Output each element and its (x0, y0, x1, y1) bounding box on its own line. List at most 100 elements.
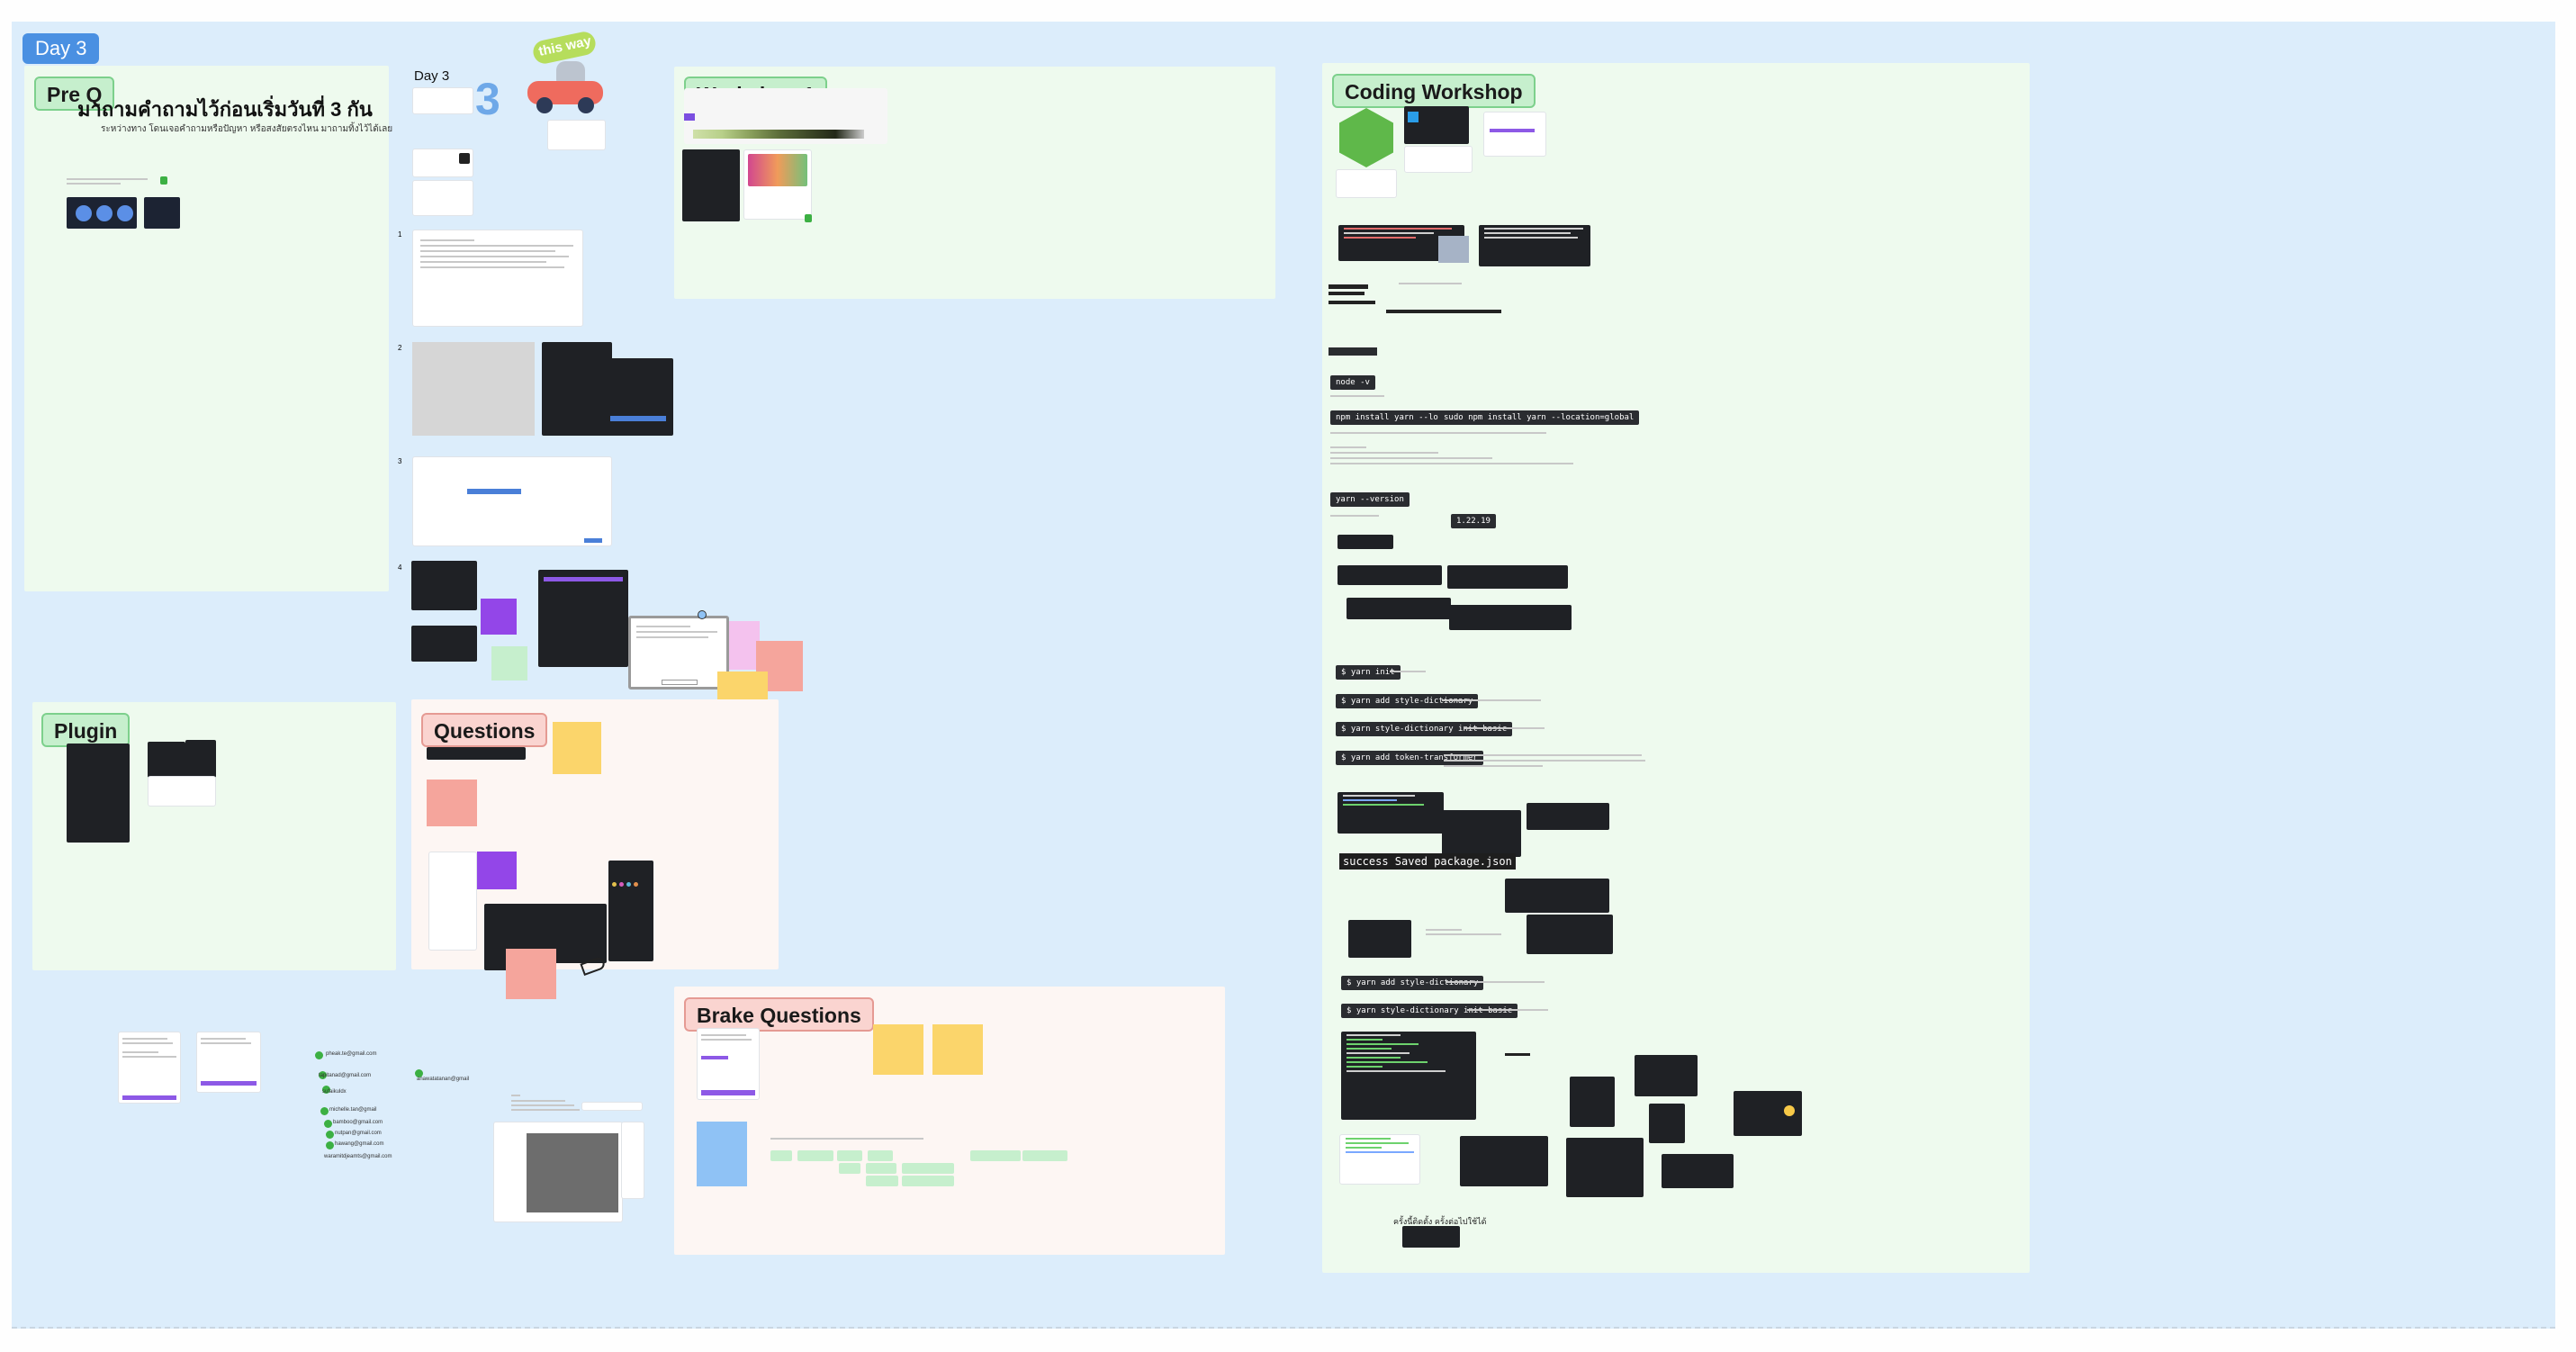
cmd-yarn-add-style-dictionary-2[interactable]: $ yarn add style-dictionary (1341, 976, 1484, 990)
workshop1-gradient-card[interactable] (743, 149, 812, 220)
email-item: sufaikuldx (322, 1089, 347, 1095)
terminal-screenshot-11[interactable] (1348, 920, 1411, 958)
board-tag[interactable]: Day 3 (23, 33, 100, 64)
terminal-large[interactable] (1341, 1032, 1476, 1120)
redacted-bar (1329, 284, 1368, 289)
tag-pill[interactable] (868, 1150, 893, 1161)
cmd-style-dictionary-init-2[interactable]: $ yarn style-dictionary init basic (1341, 1004, 1518, 1018)
sticky-note-blue[interactable] (697, 1122, 747, 1186)
terminal-screenshot-5[interactable] (1347, 598, 1451, 619)
sticky-note-yellow[interactable] (553, 722, 601, 774)
terminal-screenshot-17[interactable] (1460, 1136, 1548, 1186)
cmd-yarn-init[interactable]: $ yarn init (1336, 665, 1401, 680)
step-1-screenshot[interactable] (412, 230, 583, 327)
tag-pill[interactable] (866, 1176, 898, 1186)
day3-side-card[interactable] (547, 120, 606, 150)
sticky-note-salmon[interactable] (506, 949, 556, 999)
step-4-dark-panel-3[interactable] (538, 570, 628, 667)
terminal-screenshot-6[interactable] (1449, 605, 1572, 630)
bottom-screenshot-3[interactable] (621, 1122, 644, 1199)
tag-pill[interactable] (970, 1150, 1021, 1161)
pre-q-screenshot-2[interactable] (144, 197, 180, 229)
pre-q-tag[interactable]: Pre Q (34, 77, 115, 111)
cmd-yarn-add-style-dictionary[interactable]: $ yarn add style-dictionary (1336, 694, 1479, 708)
cmd-node-version[interactable]: node -v (1330, 375, 1375, 390)
tag-pill[interactable] (837, 1150, 862, 1161)
terminal-screenshot-14[interactable] (1635, 1055, 1698, 1096)
nodejs-card[interactable] (1336, 169, 1397, 198)
workshop1-color-strip-card[interactable] (684, 88, 887, 144)
terminal-screenshot-19[interactable] (1662, 1154, 1734, 1188)
brake-form-card[interactable] (697, 1028, 760, 1100)
tag-pill[interactable] (902, 1176, 954, 1186)
email-item: anawatatanan@gmail (417, 1077, 470, 1082)
questions-dark-bar[interactable] (427, 747, 526, 760)
vscode-screenshot[interactable] (1404, 106, 1469, 144)
sticky-note-violet[interactable] (481, 599, 517, 635)
cmd-style-dictionary-init[interactable]: $ yarn style-dictionary init basic (1336, 722, 1513, 736)
vscode-card[interactable] (1404, 146, 1473, 173)
tag-pill[interactable] (866, 1163, 896, 1174)
step-4-dialog[interactable] (628, 616, 729, 690)
terminal-footer[interactable] (1402, 1226, 1460, 1248)
terminal-screenshot-18[interactable] (1566, 1138, 1644, 1197)
yarn-card[interactable] (1483, 112, 1546, 157)
code-snippet-card[interactable] (1339, 1134, 1420, 1185)
questions-screenshot-1[interactable] (428, 852, 477, 951)
step-4-dark-panel-1[interactable] (411, 561, 477, 610)
plugin-screenshot-3[interactable] (185, 740, 216, 778)
terminal-screenshot-15[interactable] (1649, 1104, 1685, 1143)
sticky-note-yellow[interactable] (932, 1024, 983, 1075)
tag-pill[interactable] (902, 1163, 954, 1174)
bottom-screenshot-1[interactable] (581, 1102, 643, 1111)
day3-step-card[interactable] (412, 180, 473, 216)
email-item: nutpan@gmail.com (335, 1131, 382, 1136)
questions-screenshot-4[interactable] (608, 861, 653, 961)
brake-questions-tag[interactable]: Brake Questions (684, 997, 874, 1032)
tag-pill[interactable] (1022, 1150, 1067, 1161)
yarn-version-badge: 1.22.19 (1451, 514, 1496, 528)
terminal-screenshot-7[interactable] (1338, 792, 1444, 834)
bottom-screenshot-2[interactable] (493, 1122, 623, 1222)
terminal-screenshot-10[interactable] (1505, 879, 1609, 913)
terminal-screenshot-16[interactable] (1734, 1091, 1802, 1136)
plugin-screenshot-1[interactable] (67, 744, 130, 843)
sticky-note-violet[interactable] (477, 852, 517, 889)
tag-pill[interactable] (797, 1150, 833, 1161)
sticky-note-pink[interactable] (729, 621, 760, 670)
terminal-screenshot-3[interactable] (1338, 565, 1442, 585)
token-transformer-note (1444, 754, 1651, 776)
sticky-note-yellow[interactable] (873, 1024, 923, 1075)
questions-tag[interactable]: Questions (421, 713, 548, 747)
cmd-sudo-npm-install-yarn[interactable]: sudo npm install yarn --location=global (1438, 410, 1640, 425)
pre-q-title: มาถามคำถามไว้ก่อนเริ่มวันที่ 3 กัน (77, 98, 373, 121)
plugin-screenshot-2[interactable] (148, 742, 185, 778)
coding-workshop-tag[interactable]: Coding Workshop (1332, 74, 1536, 108)
terminal-yarn-version[interactable] (1338, 535, 1393, 549)
step-3-screenshot[interactable] (412, 456, 612, 546)
sticky-note-green[interactable] (491, 646, 527, 681)
plugin-tag[interactable]: Plugin (41, 713, 131, 747)
plugin-screenshot-4[interactable] (148, 776, 216, 807)
form-card-1[interactable] (118, 1032, 181, 1104)
terminal-screenshot-13[interactable] (1570, 1077, 1615, 1127)
terminal-screenshot-12[interactable] (1527, 915, 1613, 954)
day3-intro-card[interactable] (412, 87, 473, 114)
pre-q-section[interactable] (24, 66, 389, 591)
sticky-note-salmon[interactable] (427, 780, 477, 826)
workshop1-dark-panel[interactable] (682, 149, 740, 221)
step-2-screenshot[interactable] (412, 342, 535, 436)
terminal-screenshot-8[interactable] (1442, 810, 1521, 857)
tag-pill[interactable] (770, 1150, 792, 1161)
terminal-screenshot-9[interactable] (1527, 803, 1609, 830)
step-2-selection (610, 416, 666, 421)
terminal-screenshot-2[interactable] (1479, 225, 1590, 266)
form-card-2[interactable] (196, 1032, 261, 1093)
tag-pill[interactable] (839, 1163, 860, 1174)
email-item: waramitdjeamts@gmail.com (324, 1154, 392, 1159)
step-4-dark-panel-2[interactable] (411, 626, 477, 662)
terminal-screenshot-4[interactable] (1447, 565, 1568, 589)
step-2-dark-panel-2[interactable] (542, 358, 673, 436)
cmd-yarn-version[interactable]: yarn --version (1330, 492, 1410, 507)
